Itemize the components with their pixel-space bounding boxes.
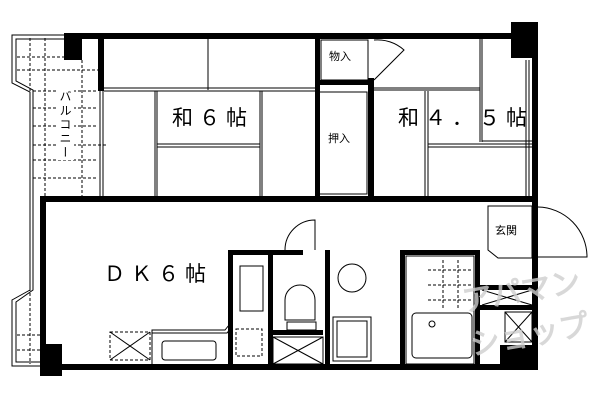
- room-label-oshiire: 押入: [328, 132, 350, 145]
- genkan: [487, 205, 588, 259]
- washroom: [332, 263, 372, 362]
- room-label-washitsu-6: 和６帖: [172, 106, 253, 130]
- walls: [40, 22, 538, 376]
- bathroom: [405, 255, 533, 365]
- room-label-monoire: 物入: [329, 50, 351, 63]
- tatami-lines: [99, 39, 532, 196]
- room-label-dk-6: ＤＫ６帖: [104, 262, 212, 286]
- room-label-washitsu-4-5: 和４．５帖: [398, 106, 533, 130]
- room-label-balcony: バルコニー: [57, 90, 74, 160]
- room-label-genkan: 玄関: [495, 224, 517, 237]
- toilet: [272, 284, 324, 365]
- kitchen: [109, 219, 316, 364]
- closet-outlines: [318, 39, 405, 195]
